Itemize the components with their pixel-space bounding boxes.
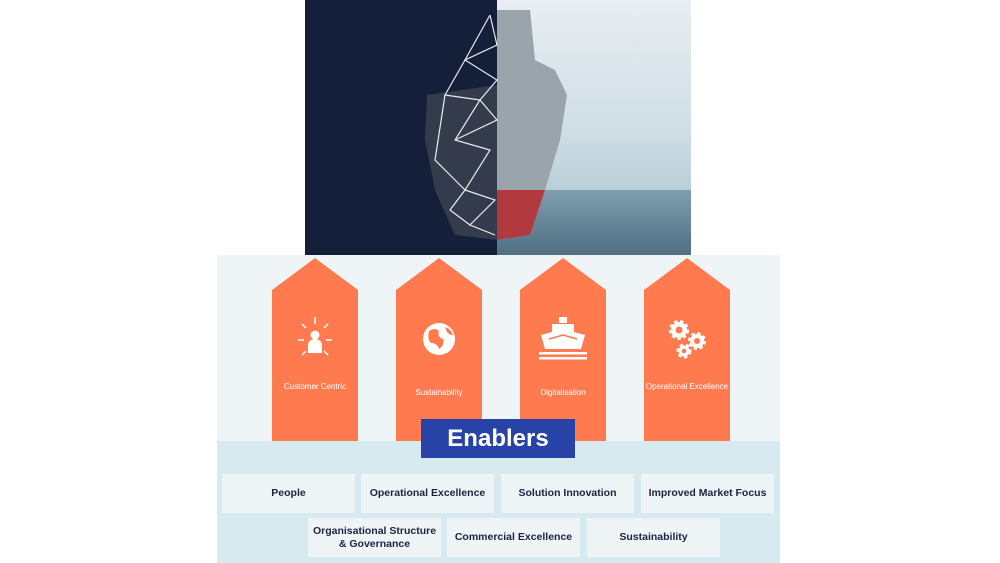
enabler-people: People — [222, 474, 355, 513]
enabler-organisational-structure: Organisational Structure & Governance — [308, 518, 441, 557]
enablers-title: Enablers — [421, 419, 575, 458]
pillar-label: Sustainability — [415, 388, 463, 397]
pillar-label: Digitalisation — [540, 388, 586, 397]
pillar-label: Operational Excellence — [645, 382, 729, 391]
gears-icon — [669, 320, 706, 359]
enabler-operational-excellence: Operational Excellence — [361, 474, 494, 513]
pillar-operational-excellence: Operational Excellence — [644, 258, 730, 441]
pillar-customer-centric: Customer Centric — [272, 258, 358, 441]
digital-ship-icon — [539, 317, 587, 360]
pillar-digitalisation: Digitalisation — [520, 258, 606, 441]
enabler-sustainability: Sustainability — [587, 518, 720, 557]
ship-digital-twin-image — [305, 0, 691, 255]
enabler-commercial-excellence: Commercial Excellence — [447, 518, 580, 557]
customer-centric-icon — [298, 317, 332, 356]
strategy-panel: Customer Centric Sustainability Digitali… — [217, 255, 780, 563]
globe-icon — [423, 323, 455, 355]
enabler-improved-market-focus: Improved Market Focus — [641, 474, 774, 513]
pillar-sustainability: Sustainability — [396, 258, 482, 441]
pillar-label: Customer Centric — [283, 382, 347, 391]
enabler-solution-innovation: Solution Innovation — [501, 474, 634, 513]
